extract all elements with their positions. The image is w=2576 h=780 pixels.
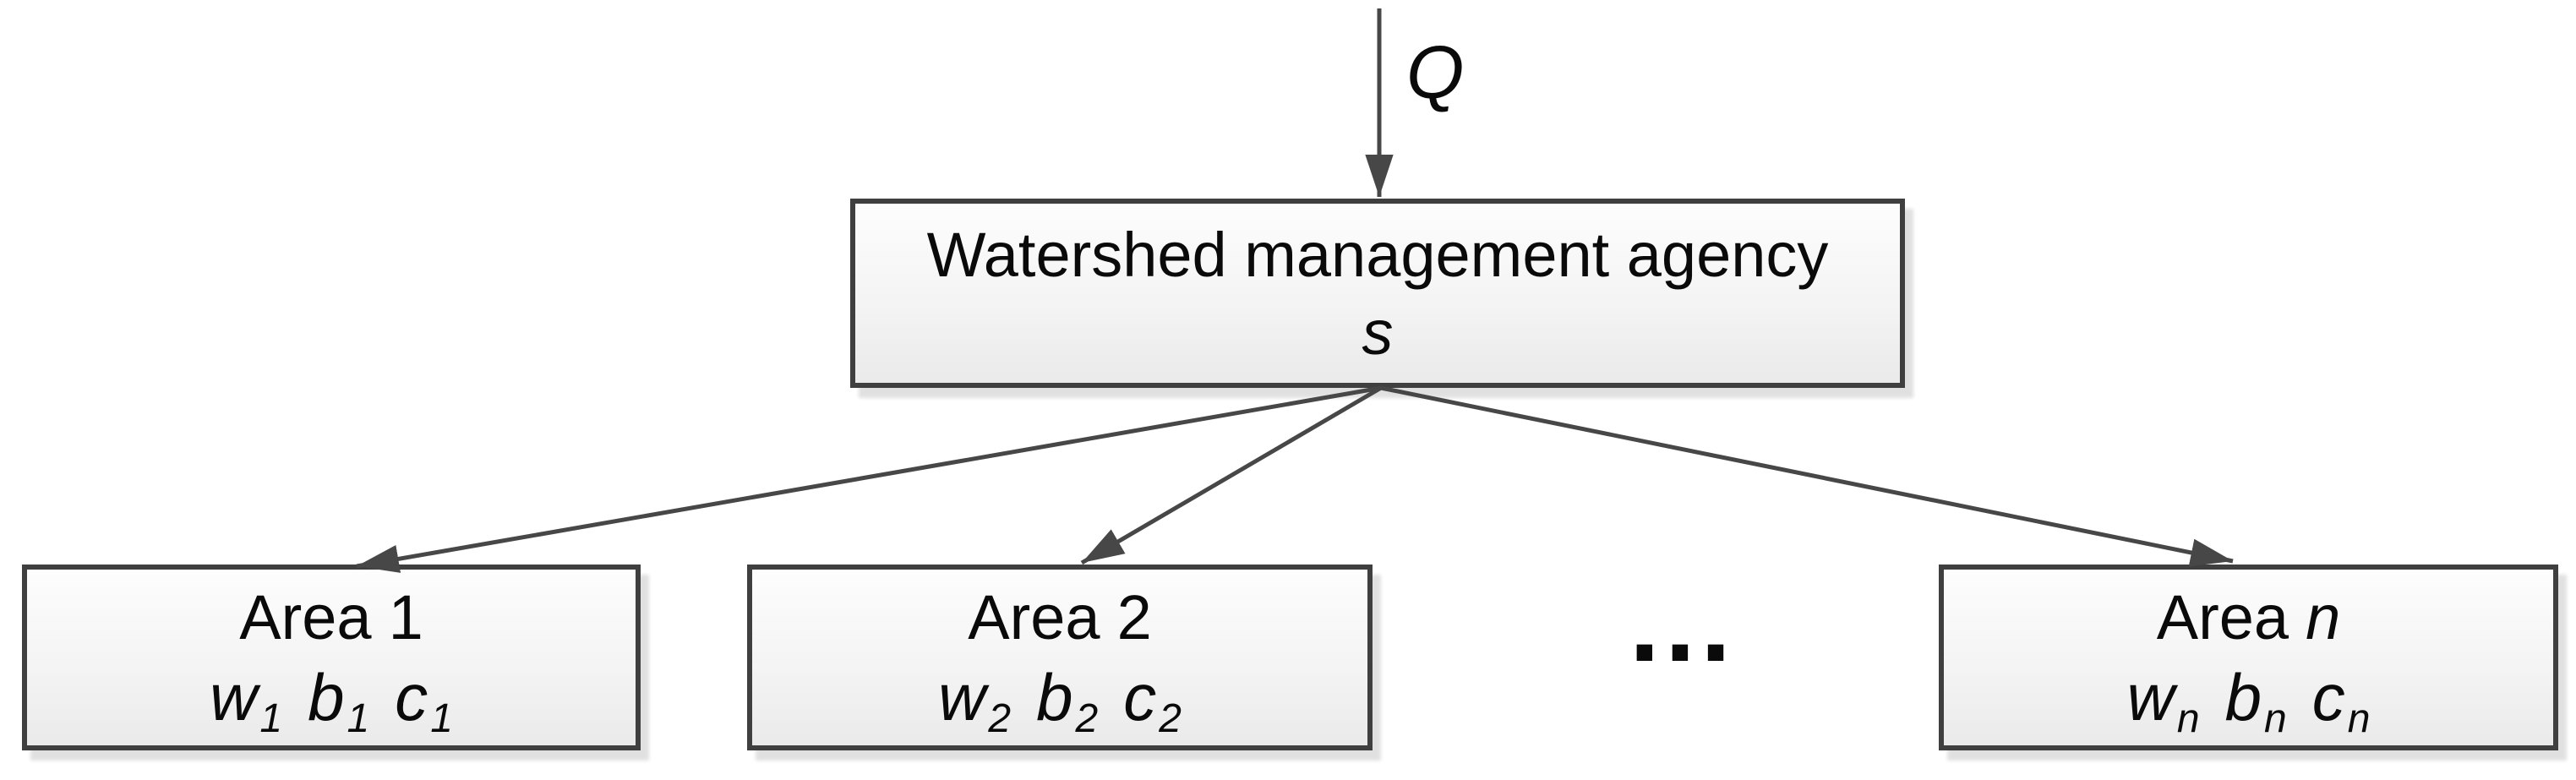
agency-variable: s bbox=[1362, 297, 1394, 368]
edge-agency-to-area1 bbox=[356, 385, 1382, 573]
area-2-name: Area bbox=[968, 582, 1100, 653]
inflow-label: Q bbox=[1406, 30, 1465, 114]
edge-agency-to-arean bbox=[1380, 385, 2234, 567]
area-1-title: Area 1 bbox=[239, 585, 423, 651]
node-watershed-agency: Watershed management agency s bbox=[850, 199, 1905, 388]
area-n-title: Area n bbox=[2157, 585, 2340, 651]
agency-title: Watershed management agency bbox=[926, 220, 1829, 291]
area-n-index: n bbox=[2306, 582, 2341, 653]
area-2-title: Area 2 bbox=[968, 585, 1151, 651]
area-1-name: Area bbox=[239, 582, 372, 653]
more-areas-ellipsis: ... bbox=[1629, 561, 1737, 685]
area-n-name: Area bbox=[2156, 582, 2289, 653]
edge-agency-to-area2 bbox=[1080, 385, 1383, 565]
area-2-index: 2 bbox=[1116, 582, 1152, 653]
area-1-index: 1 bbox=[388, 582, 423, 653]
